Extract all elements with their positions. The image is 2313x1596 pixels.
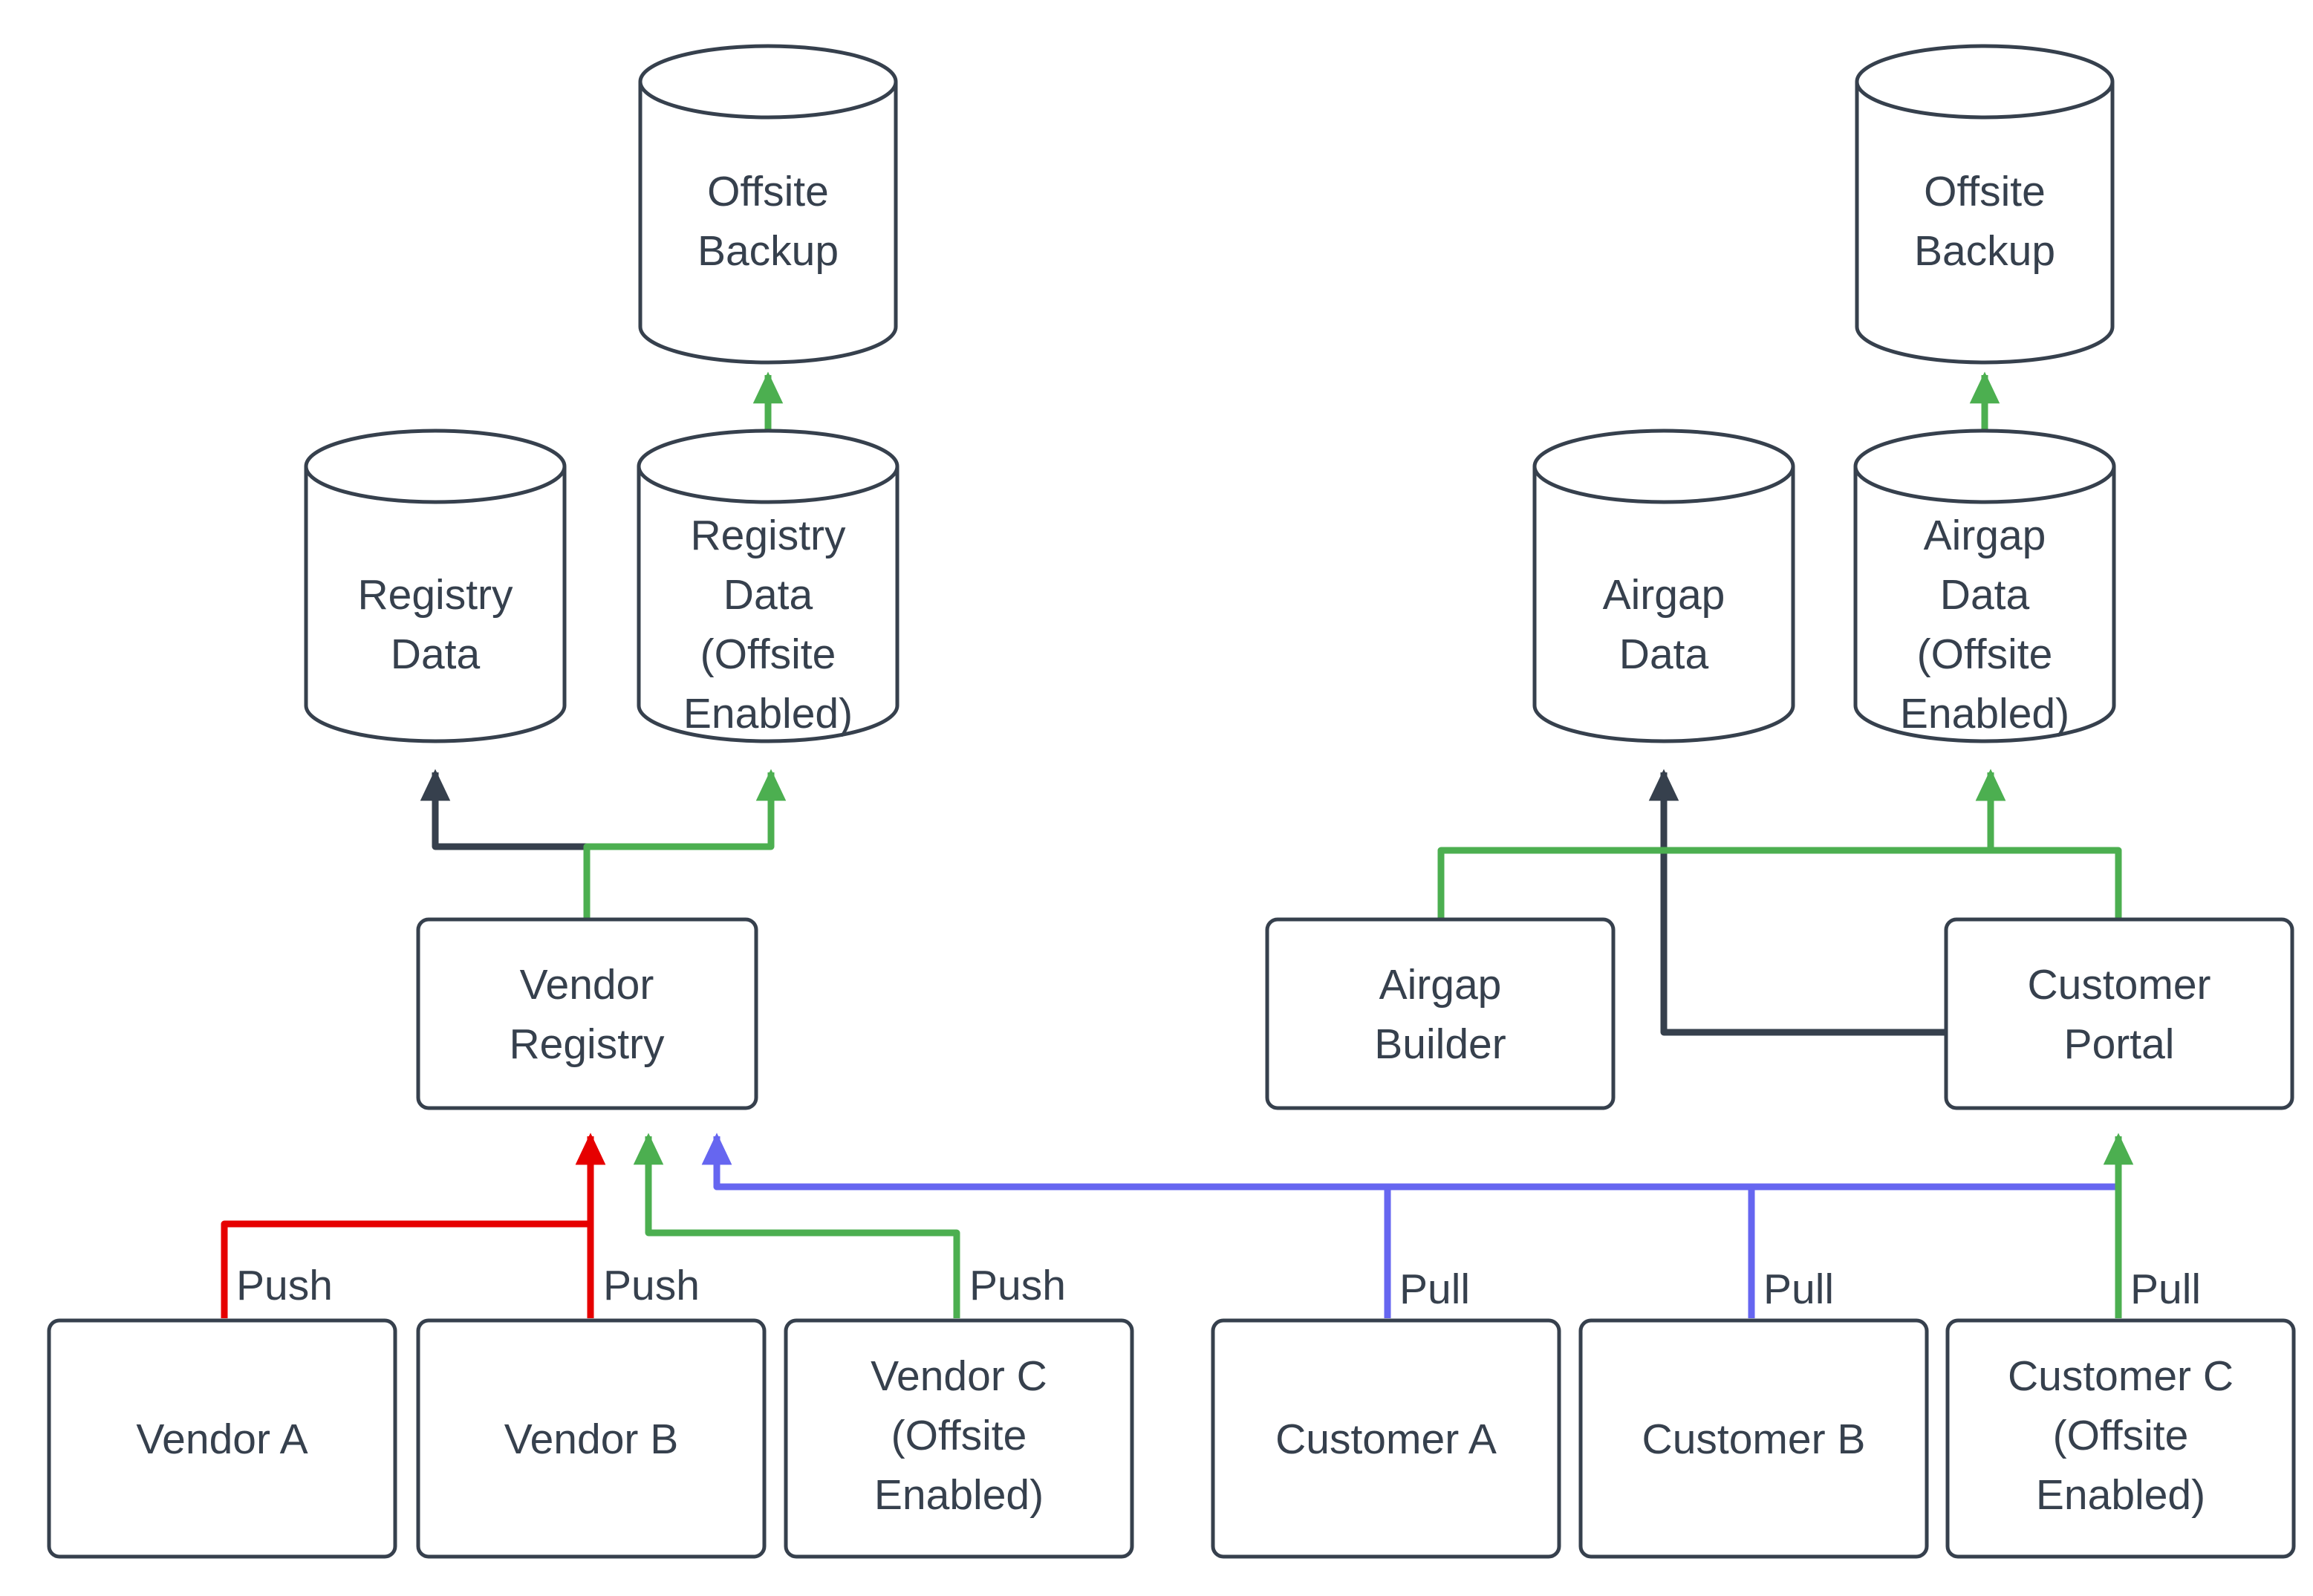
edge-airgap-builder-to-airgap-data-offsite (1437, 769, 2006, 919)
airgap-data-cylinder-body (1532, 466, 1795, 743)
vendor-c-label-line-0: Vendor C (871, 1352, 1047, 1400)
node-registry-data-offsite[interactable]: Registry Data (Offsite Enabled) (637, 429, 900, 743)
customer-c-label-line-1: (Offsite (2053, 1412, 2189, 1459)
customer-a-box (1211, 1318, 1561, 1559)
vendor-registry-label-line-1: Registry (509, 1020, 665, 1068)
edge-label-pull-customer-a: Pull (1399, 1266, 1470, 1313)
registry-data-offsite-label-line-2: (Offsite (700, 631, 836, 678)
registry-data-label-line-1: Data (391, 631, 481, 678)
airgap-data-offsite-cylinder-body (1853, 466, 2116, 743)
edge-label-push-vendor-c: Push (969, 1262, 1066, 1309)
edge-label-pull-customer-b: Pull (1763, 1266, 1834, 1313)
offsite-backup-left-label-line-1: Backup (697, 227, 839, 275)
customer-b-box (1578, 1318, 1929, 1559)
customer-portal-label-line-0: Customer (2027, 961, 2210, 1009)
node-vendor-c[interactable]: Vendor C (Offsite Enabled) (784, 1318, 1134, 1559)
offsite-backup-right-cylinder-top (1855, 44, 2115, 120)
airgap-data-offsite-label-line-3: Enabled) (1900, 690, 2069, 737)
airgap-data-offsite-cylinder-top (1853, 429, 2116, 504)
offsite-backup-left-label-line-0: Offsite (707, 168, 829, 215)
edge-label-push-vendor-b: Push (603, 1262, 700, 1309)
airgap-builder-box (1265, 917, 1616, 1110)
edge-vendor-registry-to-registry-data-offsite (583, 769, 787, 919)
node-airgap-data[interactable]: Airgap Data (1532, 429, 1795, 743)
airgap-builder-label-line-1: Builder (1374, 1020, 1506, 1068)
airgap-data-offsite-label-line-2: (Offsite (1917, 631, 2053, 678)
node-customer-portal[interactable]: Customer Portal (1944, 917, 2294, 1110)
registry-data-cylinder-top (304, 429, 567, 504)
offsite-backup-left-cylinder-body (638, 82, 898, 365)
vendor-registry-label-line-0: Vendor (520, 961, 654, 1009)
edge-customer-portal-to-airgap-data-offsite (1975, 769, 2122, 919)
node-vendor-a[interactable]: Vendor A (47, 1318, 397, 1559)
node-airgap-data-offsite[interactable]: Airgap Data (Offsite Enabled) (1853, 429, 2116, 743)
customer-c-box (1945, 1318, 2296, 1559)
airgap-builder-label-line-0: Airgap (1379, 961, 1502, 1009)
vendor-c-label-line-2: Enabled) (874, 1471, 1044, 1519)
vendor-b-label-line-0: Vendor B (504, 1416, 679, 1463)
vendor-c-box (784, 1318, 1134, 1559)
edge-customer-portal-to-airgap-data (1648, 769, 1946, 1036)
airgap-data-offsite-label-line-0: Airgap (1924, 512, 2046, 559)
registry-data-offsite-cylinder-body (637, 466, 900, 743)
node-customer-a[interactable]: Customer A (1211, 1318, 1561, 1559)
vendor-c-label-line-1: (Offsite (891, 1412, 1027, 1459)
edge-label-push-vendor-a: Push (236, 1262, 333, 1309)
customer-c-label-line-0: Customer C (2008, 1352, 2234, 1400)
node-offsite-backup-right[interactable]: Offsite Backup (1855, 44, 2115, 365)
vendor-registry-box (416, 917, 758, 1110)
edge-vendor-c-push (633, 1133, 960, 1318)
node-registry-data[interactable]: Registry Data (304, 429, 567, 743)
customer-portal-label-line-1: Portal (2064, 1020, 2175, 1068)
node-vendor-b[interactable]: Vendor B (416, 1318, 767, 1559)
vendor-a-box (47, 1318, 397, 1559)
customer-a-label-line-0: Customer A (1275, 1416, 1497, 1463)
registry-data-offsite-cylinder-top (637, 429, 900, 504)
offsite-backup-right-label-line-1: Backup (1914, 227, 2055, 275)
airgap-data-label-line-0: Airgap (1603, 571, 1725, 619)
customer-b-label-line-0: Customer B (1642, 1416, 1866, 1463)
node-airgap-builder[interactable]: Airgap Builder (1265, 917, 1616, 1110)
airgap-data-label-line-1: Data (1619, 631, 1709, 678)
edge-label-pull-customer-c: Pull (2130, 1266, 2201, 1313)
customer-portal-box (1944, 917, 2294, 1110)
edge-customer-b-pull (701, 1133, 1755, 1318)
airgap-data-offsite-label-line-1: Data (1940, 571, 2030, 619)
customer-c-label-line-2: Enabled) (2036, 1471, 2205, 1519)
node-vendor-registry[interactable]: Vendor Registry (416, 917, 758, 1110)
node-offsite-backup-left[interactable]: Offsite Backup (638, 44, 898, 365)
node-customer-c[interactable]: Customer C (Offsite Enabled) (1945, 1318, 2296, 1559)
node-customer-b[interactable]: Customer B (1578, 1318, 1929, 1559)
airgap-data-cylinder-top (1532, 429, 1795, 504)
vendor-a-label-line-0: Vendor A (136, 1416, 308, 1463)
registry-data-cylinder-body (304, 466, 567, 743)
registry-data-offsite-label-line-1: Data (723, 571, 813, 619)
registry-data-offsite-label-line-0: Registry (690, 512, 846, 559)
registry-data-offsite-label-line-3: Enabled) (683, 690, 853, 737)
vendor-b-box (416, 1318, 767, 1559)
offsite-backup-left-cylinder-top (638, 44, 898, 120)
edge-vendor-registry-to-registry-data (420, 769, 591, 919)
offsite-backup-right-cylinder-body (1855, 82, 2115, 365)
offsite-backup-right-label-line-0: Offsite (1924, 168, 2046, 215)
registry-data-label-line-0: Registry (357, 571, 513, 619)
